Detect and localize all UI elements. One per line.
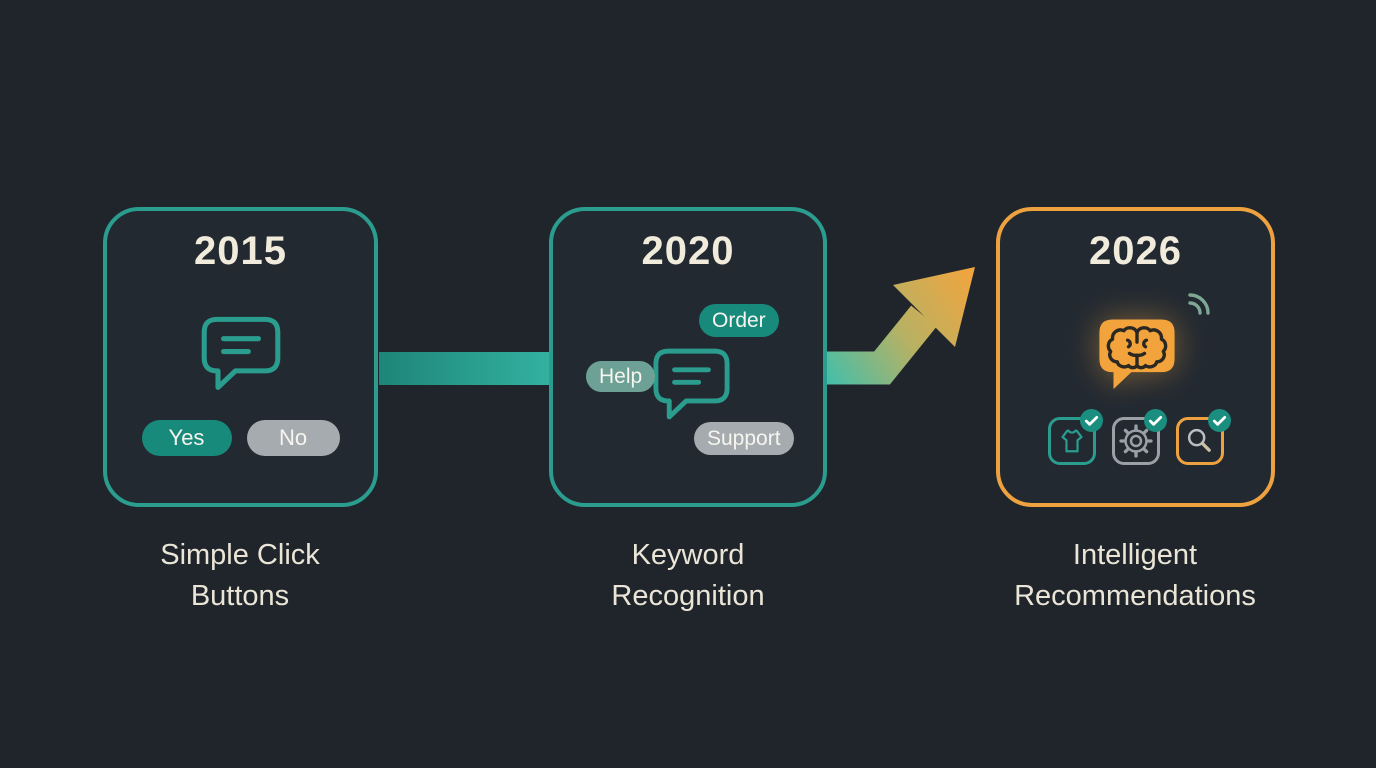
brain-icon: [1106, 326, 1168, 370]
check-badge-icon: [1143, 409, 1167, 432]
recommendation-icons-row: [1000, 409, 1271, 465]
quick-reply-buttons: Yes No: [107, 420, 374, 456]
stage-caption-2020: Keyword Recognition: [498, 535, 878, 617]
caption-line: Recognition: [611, 580, 765, 612]
tshirt-glyph: [1060, 429, 1083, 453]
no-button[interactable]: No: [246, 420, 340, 456]
wifi-signal-icon: [1188, 293, 1210, 315]
keyword-tag-help[interactable]: Help: [586, 361, 656, 392]
growth-arrow-icon: [820, 267, 975, 385]
gear-icon[interactable]: [1111, 409, 1167, 465]
keyword-tag-order[interactable]: Order: [699, 304, 779, 337]
stage-caption-2026: Intelligent Recommendations: [945, 535, 1325, 617]
stage-year: 2020: [641, 229, 735, 273]
gear-glyph: [1118, 424, 1153, 458]
check-badge-icon: [1207, 409, 1231, 432]
chat-bubble-icon: [201, 316, 280, 390]
stage-card-2020: 2020 Order Help Support: [549, 207, 827, 507]
caption-line: Buttons: [190, 580, 290, 612]
caption-line: Intelligent: [1072, 539, 1198, 571]
chat-bubble-icon: [653, 348, 730, 420]
brain-chat-bubble-icon: [1099, 319, 1175, 390]
yes-button[interactable]: Yes: [141, 420, 232, 456]
caption-line: Recommendations: [1014, 580, 1256, 612]
caption-line: Keyword: [631, 539, 745, 571]
timeline-connector-band: [379, 352, 549, 385]
stage-year: 2026: [1089, 229, 1182, 273]
check-badge-icon: [1079, 409, 1103, 432]
stage-year: 2015: [194, 229, 287, 273]
tshirt-icon[interactable]: [1047, 409, 1103, 465]
stage-caption-2015: Simple Click Buttons: [50, 535, 430, 617]
magnifier-glyph: [1187, 428, 1211, 452]
search-icon[interactable]: [1175, 409, 1231, 465]
keyword-tag-support[interactable]: Support: [694, 422, 794, 455]
stage-card-2026: 2026: [996, 207, 1275, 507]
caption-line: Simple Click: [160, 539, 320, 571]
stage-card-2015: 2015 Yes No: [103, 207, 378, 507]
